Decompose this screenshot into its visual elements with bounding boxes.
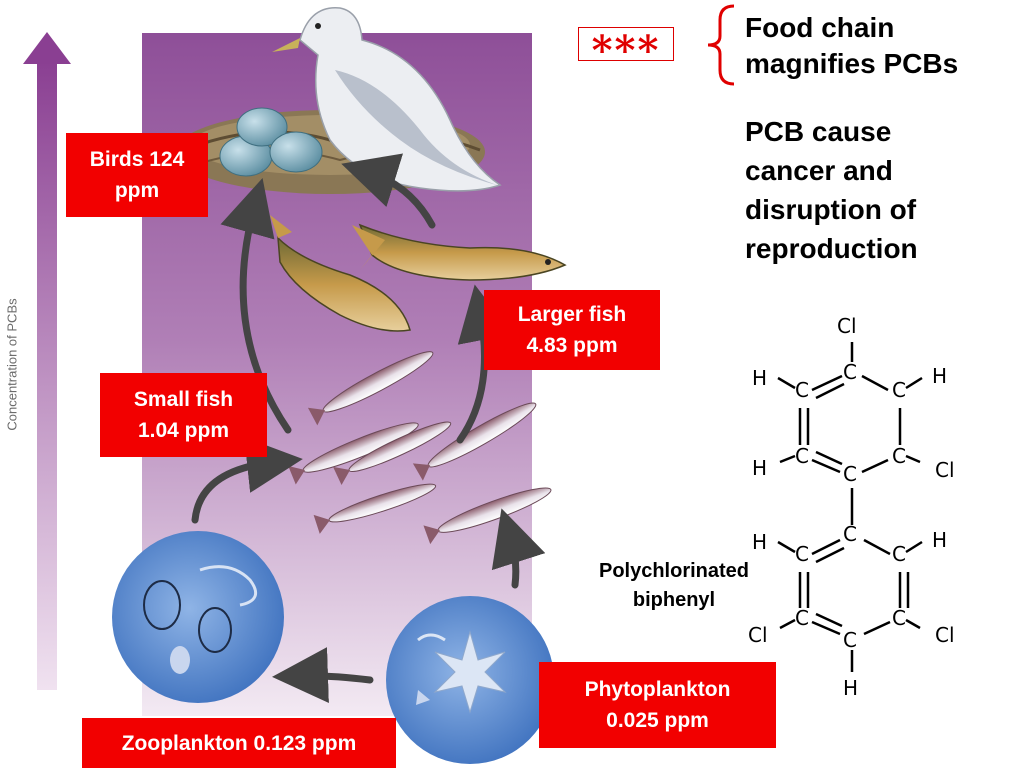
atom-cl: Cl	[837, 314, 857, 338]
flow-arrows	[191, 153, 546, 704]
small-fish-label-line2: 1.04 ppm	[137, 419, 230, 442]
atom-cl: Cl	[935, 458, 955, 482]
importance-stars: ***	[578, 27, 674, 61]
atom-c: C	[795, 606, 809, 630]
atom-c: C	[892, 378, 906, 402]
pcb-effects-note-line4: reproduction	[745, 233, 918, 264]
pcb-effects-note: PCB cause cancer and disruption of repro…	[745, 112, 918, 268]
atom-cl: Cl	[935, 623, 955, 647]
atom-c: C	[892, 542, 906, 566]
zooplankton-label-line1: Zooplankton 0.123 ppm	[121, 731, 357, 755]
axis-label: Concentration of PCBs	[4, 298, 20, 431]
atom-c: C	[795, 378, 809, 402]
food-chain-note-line2: magnifies PCBs	[745, 48, 959, 79]
phytoplankton-label: Phytoplankton 0.025 ppm	[539, 662, 776, 748]
small-fish-label-line1: Small fish	[133, 388, 234, 411]
pcb-structure-bonds	[777, 342, 923, 672]
atom-c: C	[892, 444, 906, 468]
atom-c: C	[843, 522, 857, 546]
larger-fish-label: Larger fish 4.83 ppm	[484, 290, 660, 370]
atom-h: H	[932, 528, 948, 552]
zooplankton-illustration	[112, 531, 284, 703]
birds-label-line1: Birds 124	[89, 148, 185, 171]
molecule-name: Polychlorinated biphenyl	[576, 557, 772, 615]
atom-h: H	[843, 676, 859, 700]
food-chain-note: Food chain magnifies PCBs	[745, 10, 958, 82]
atom-h: H	[752, 530, 768, 554]
curly-brace	[707, 4, 735, 86]
molecule-name-line1: Polychlorinated	[598, 560, 750, 582]
atom-c: C	[795, 542, 809, 566]
atom-h: H	[752, 366, 768, 390]
atom-c: C	[892, 606, 906, 630]
phytoplankton-label-line1: Phytoplankton	[584, 678, 731, 701]
atom-c: C	[843, 462, 857, 486]
atom-c: C	[843, 628, 857, 652]
food-chain-note-line1: Food chain	[745, 12, 895, 43]
atom-cl: Cl	[748, 623, 768, 647]
phytoplankton-illustration	[386, 596, 554, 764]
molecule-name-line2: biphenyl	[632, 589, 716, 611]
small-fish-label: Small fish 1.04 ppm	[100, 373, 267, 457]
atom-c: C	[843, 360, 857, 384]
pcb-effects-note-line2: cancer and	[745, 155, 893, 186]
larger-fish-illustration	[270, 215, 567, 332]
atom-h: H	[932, 364, 948, 388]
birds-label: Birds 124 ppm	[66, 133, 208, 217]
concentration-axis-arrow	[23, 32, 71, 690]
zooplankton-label: Zooplankton 0.123 ppm	[82, 718, 396, 768]
bird-illustration	[272, 7, 502, 192]
larger-fish-label-line1: Larger fish	[517, 303, 627, 326]
phytoplankton-label-line2: 0.025 ppm	[606, 709, 709, 732]
eggs-illustration	[219, 107, 323, 177]
birds-label-line2: ppm	[114, 179, 160, 202]
atom-c: C	[795, 444, 809, 468]
pcb-effects-note-line1: PCB cause	[745, 116, 892, 147]
larger-fish-label-line2: 4.83 ppm	[526, 334, 618, 357]
pcb-effects-note-line3: disruption of	[745, 194, 917, 225]
atom-h: H	[752, 456, 768, 480]
